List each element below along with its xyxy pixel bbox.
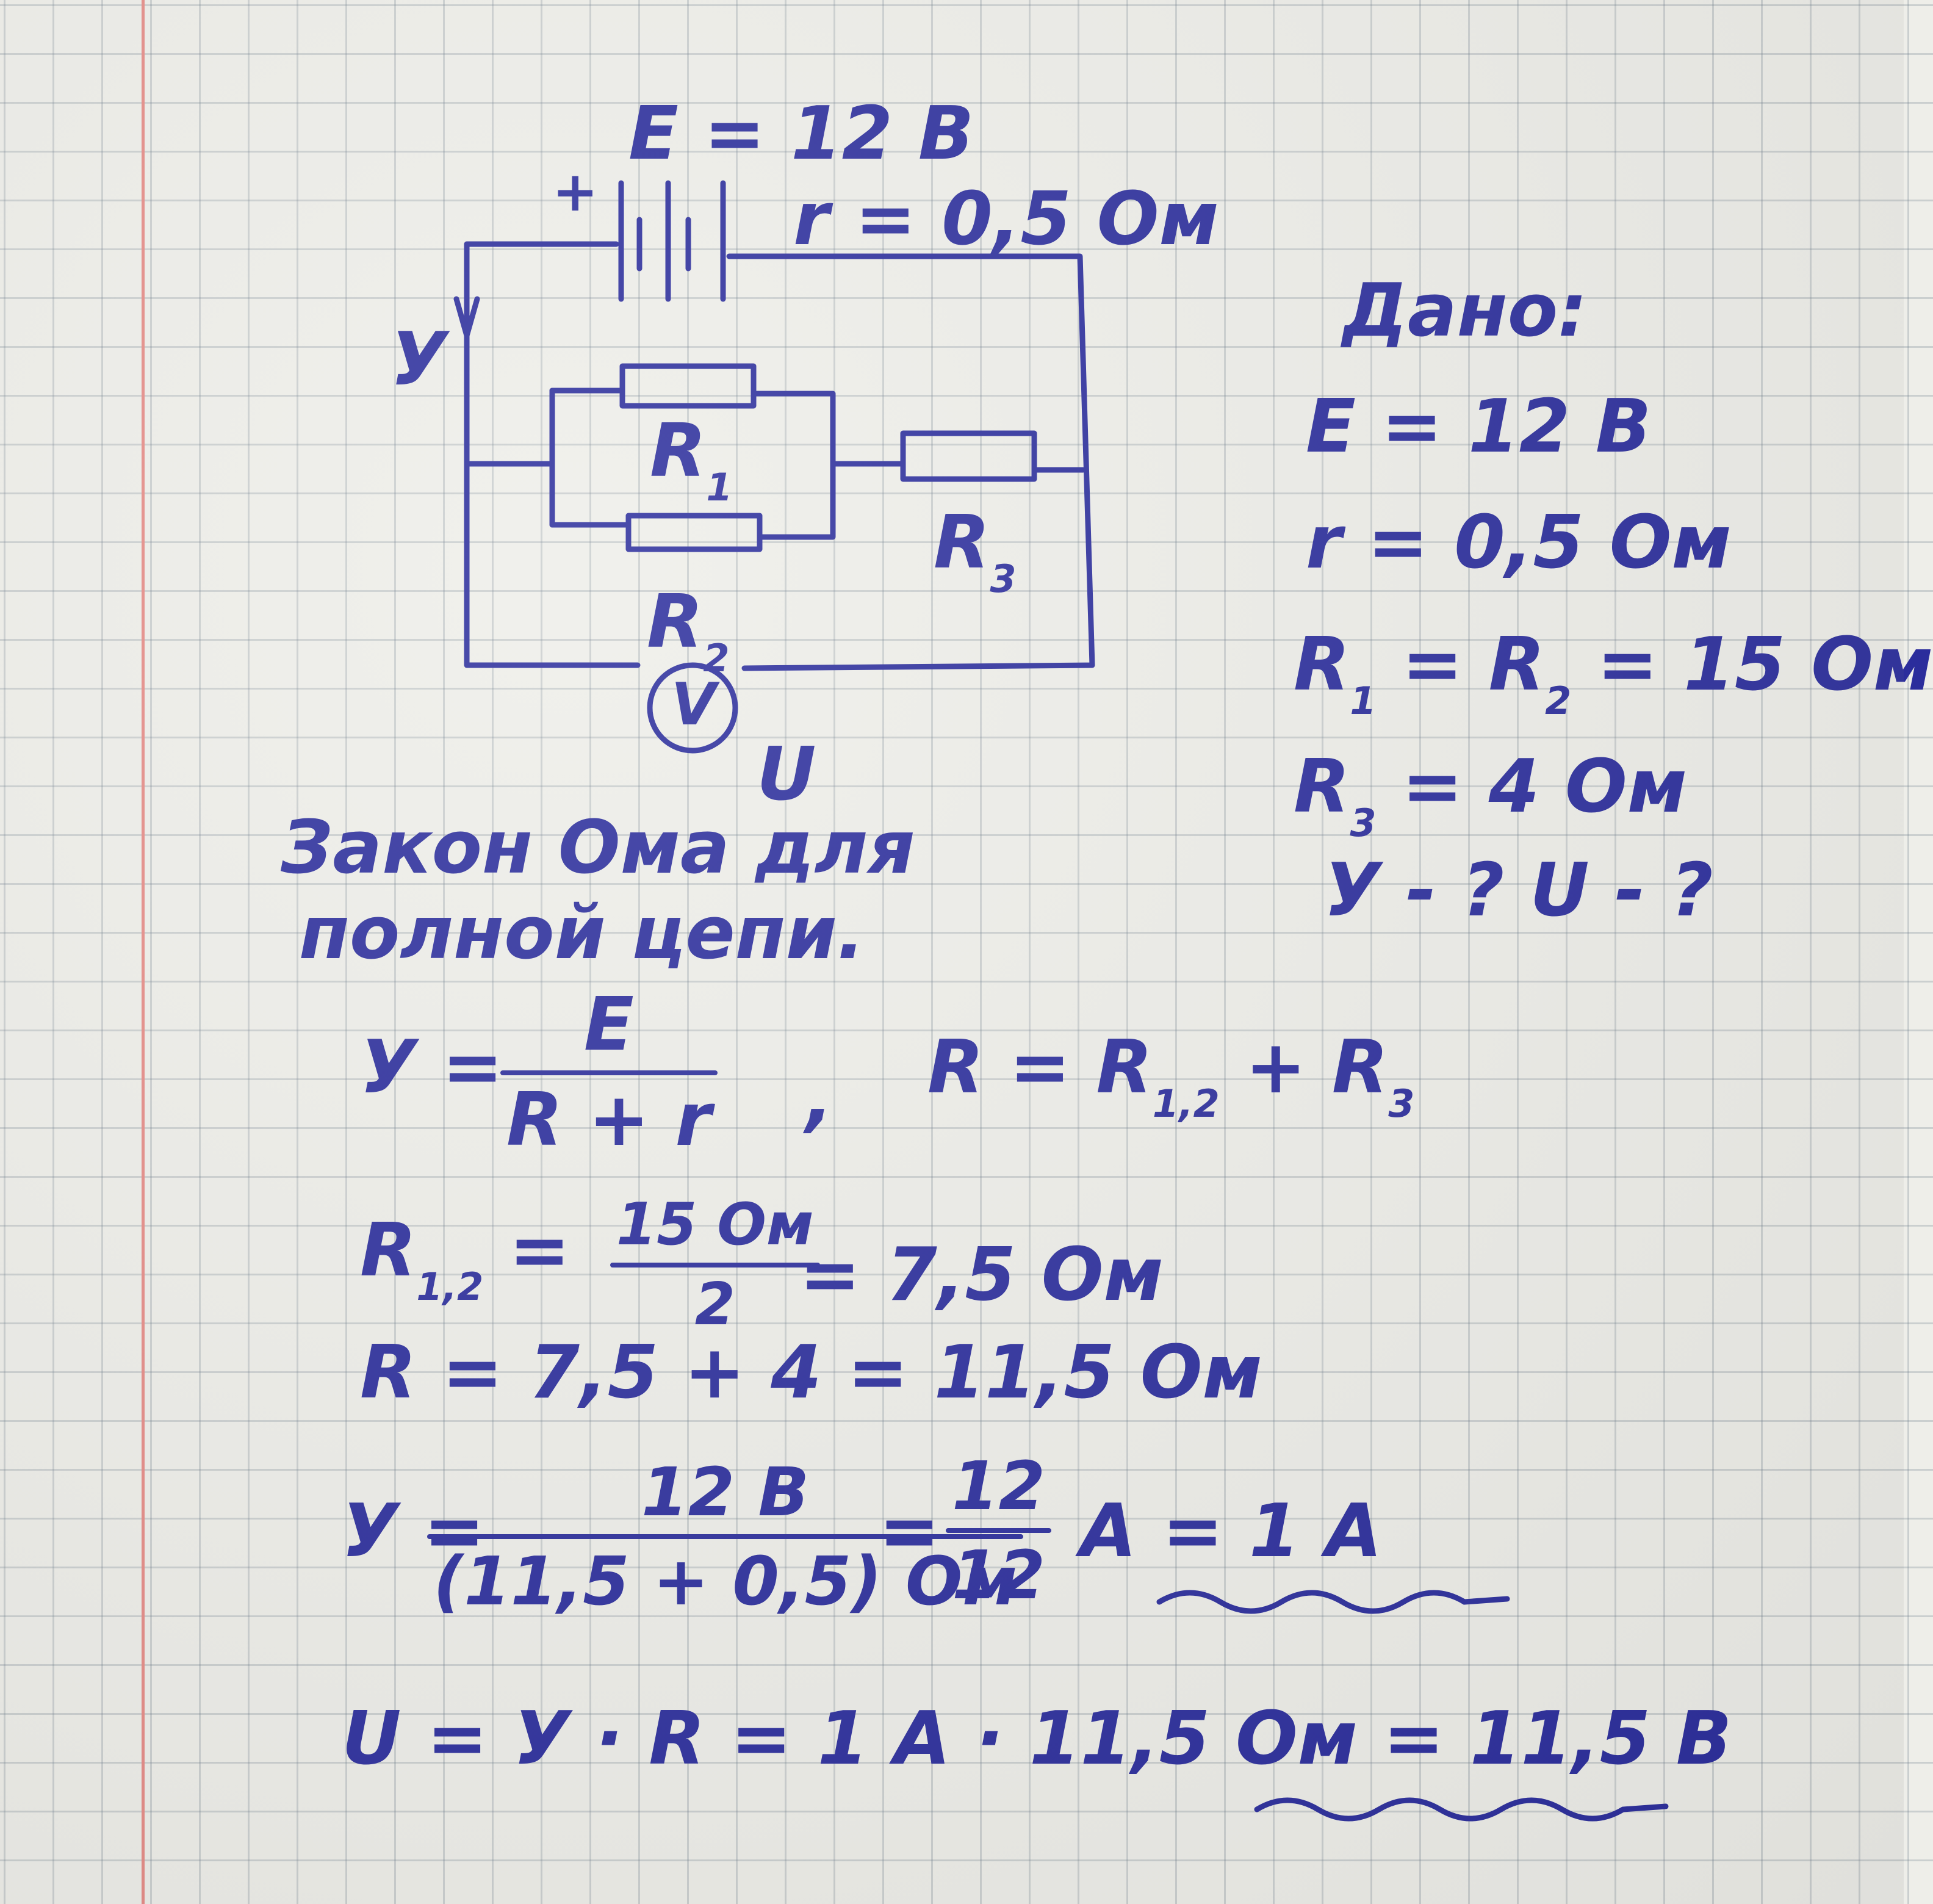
eq5-equals: = [879, 1489, 940, 1574]
eq3-fraction-bar [610, 1263, 820, 1268]
eq5-fraction: 12 В (11,5 + 0,5) Ом [427, 1453, 1024, 1620]
eq1-lhs: У = [360, 1025, 503, 1110]
eq1-fraction: E R + r [500, 989, 718, 1157]
r1-label: R1 [650, 409, 733, 510]
eq3-rhs: = 7,5 Ом [799, 1233, 1164, 1318]
eq1-fraction-bar [500, 1070, 718, 1075]
eq2: R = R1,2 + R3 [927, 1025, 1415, 1126]
solution-heading-line1: Закон Ома для [281, 806, 915, 890]
wire-top-right [726, 253, 1095, 671]
eq5-answer-underline [1156, 1590, 1510, 1614]
eq5-denominator: (11,5 + 0,5) Ом [433, 1542, 1018, 1620]
eq5-numerator: 12 В [641, 1453, 810, 1531]
resistor-r1 [619, 363, 757, 409]
eq6: U = У · R = 1 A · 11,5 Ом = 11,5 В [342, 1697, 1732, 1781]
voltmeter-symbol: V [671, 671, 716, 738]
eq5-fraction2: 12 12 [946, 1447, 1052, 1614]
given-r1-r2: R1 = R2 = 15 Ом [1294, 622, 1933, 723]
eq1-numerator: E [583, 983, 634, 1067]
resistor-r3 [900, 430, 1037, 482]
eq5-fraction2-bar [946, 1528, 1052, 1533]
eq5-rhs: A = 1 A [1080, 1489, 1383, 1574]
eq3-denominator: 2 [694, 1271, 735, 1338]
internal-resistance-label: r = 0,5 Ом [793, 177, 1219, 262]
eq5-fraction-bar [427, 1534, 1024, 1539]
given-internal-resistance: r = 0,5 Ом [1306, 500, 1732, 585]
eq5-denominator2: 12 [952, 1536, 1046, 1614]
eq6-answer: 11,5 В [1470, 1697, 1732, 1781]
wire-r2-right [757, 461, 836, 540]
resistor-r2 [625, 513, 763, 552]
notebook-margin-line [142, 0, 145, 1904]
eq5-lhs: У = [342, 1489, 485, 1574]
eq1-denominator: R + r [506, 1078, 711, 1163]
eq4: R = 7,5 + 4 = 11,5 Ом [360, 1330, 1262, 1415]
voltmeter-circle [647, 662, 738, 754]
given-emf: E = 12 В [1306, 384, 1652, 469]
eq6-answer-underline [1254, 1797, 1669, 1822]
solution-heading-line2: полной цепи. [299, 891, 865, 976]
r3-label: R3 [934, 500, 1017, 601]
voltage-symbol: U [757, 732, 816, 817]
eq1-separator: , [805, 1056, 833, 1141]
given-title: Дано: [1342, 269, 1588, 353]
plus-sign: + [552, 160, 599, 224]
current-symbol: У [391, 317, 447, 402]
current-arrow-icon [453, 296, 480, 339]
eq5-answer: 1 A [1248, 1489, 1383, 1574]
emf-label: E = 12 В [628, 92, 974, 176]
eq3-numerator: 15 Ом [616, 1191, 814, 1258]
eq3-fraction: 15 Ом 2 [610, 1196, 820, 1334]
r2-label: R2 [647, 580, 730, 680]
given-find: У - ? U - ? [1324, 848, 1713, 933]
wire-top-left [464, 241, 641, 668]
eq5-numerator2: 12 [952, 1447, 1046, 1525]
wire-r1-right [751, 391, 836, 467]
given-r3: R3 = 4 Ом [1294, 745, 1688, 845]
eq3-lhs: R1,2 = [360, 1208, 571, 1309]
